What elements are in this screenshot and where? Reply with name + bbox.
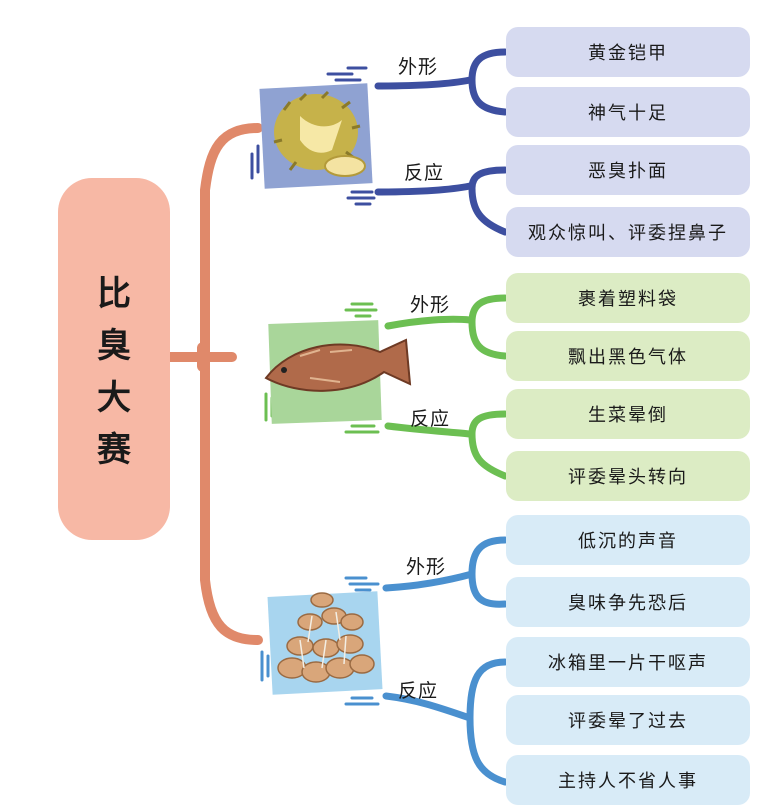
leaf-node: 臭味争先恐后 bbox=[506, 577, 750, 627]
root-title: 比 臭 大 赛 bbox=[97, 274, 131, 470]
leaf-node: 主持人不省人事 bbox=[506, 755, 750, 805]
group2-lines bbox=[384, 294, 509, 480]
leaf-node: 神气十足 bbox=[506, 87, 750, 137]
trunk-line bbox=[200, 123, 263, 645]
fish-icon bbox=[264, 320, 412, 424]
group1-lines bbox=[374, 48, 509, 236]
leaf-node: 裹着塑料袋 bbox=[506, 273, 750, 323]
decor-dashes bbox=[250, 66, 380, 706]
group2-branch-reaction: 反应 bbox=[410, 408, 451, 430]
group3-lines bbox=[382, 536, 509, 786]
group2-branch-appearance: 外形 bbox=[410, 294, 451, 316]
group1-branch-reaction: 反应 bbox=[404, 162, 445, 184]
group1-branch-appearance: 外形 bbox=[398, 56, 439, 78]
leaf-node: 恶臭扑面 bbox=[506, 145, 750, 195]
leaf-node: 评委晕了过去 bbox=[506, 695, 750, 745]
leaf-node: 生菜晕倒 bbox=[506, 389, 750, 439]
leaf-node: 观众惊叫、评委捏鼻子 bbox=[506, 207, 750, 257]
leaf-node: 飘出黑色气体 bbox=[506, 331, 750, 381]
group3-branch-reaction: 反应 bbox=[398, 680, 439, 702]
root-node bbox=[58, 178, 170, 540]
leaf-node: 冰箱里一片干呕声 bbox=[506, 637, 750, 687]
leaf-node: 评委晕头转向 bbox=[506, 451, 750, 501]
group3-branch-appearance: 外形 bbox=[406, 556, 447, 578]
natto-icon bbox=[267, 591, 383, 695]
leaf-node: 黄金铠甲 bbox=[506, 27, 750, 77]
durian-icon bbox=[259, 83, 373, 189]
leaf-node: 低沉的声音 bbox=[506, 515, 750, 565]
